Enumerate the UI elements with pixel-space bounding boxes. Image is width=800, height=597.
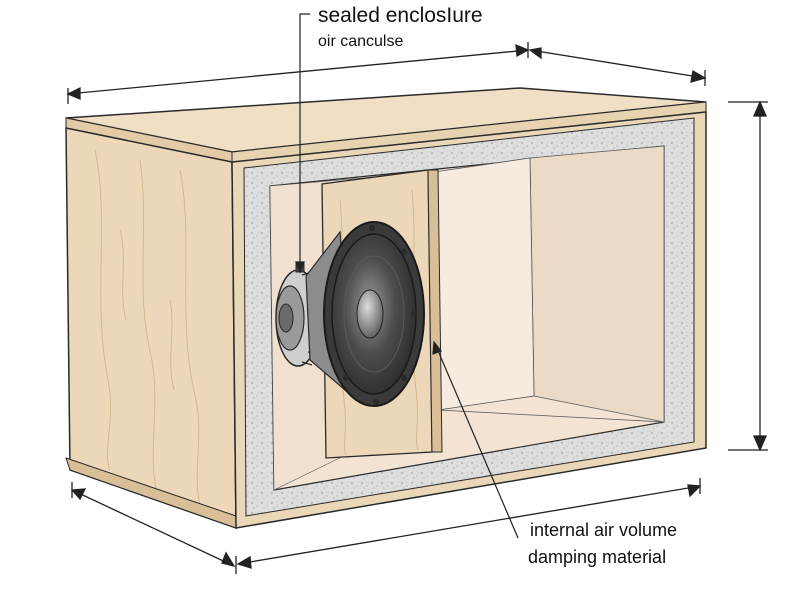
wood-grain — [94, 149, 201, 506]
dimension-width-bottom — [237, 485, 701, 565]
leader-lines — [295, 13, 519, 539]
speaker-driver-icon — [275, 221, 425, 407]
diagram-title: sealed enclosIure — [318, 4, 483, 27]
interior-back-wall — [529, 145, 665, 423]
callout-air-volume: internal air volume — [530, 520, 678, 540]
dimension-depth-bottom — [71, 489, 235, 567]
diagram-subtitle: oir canculse — [318, 33, 404, 50]
dimension-width-top — [67, 49, 529, 95]
dimension-depth-top — [529, 49, 706, 79]
callout-damping-material: damping material — [528, 547, 667, 567]
dimension-lines — [66, 42, 768, 574]
